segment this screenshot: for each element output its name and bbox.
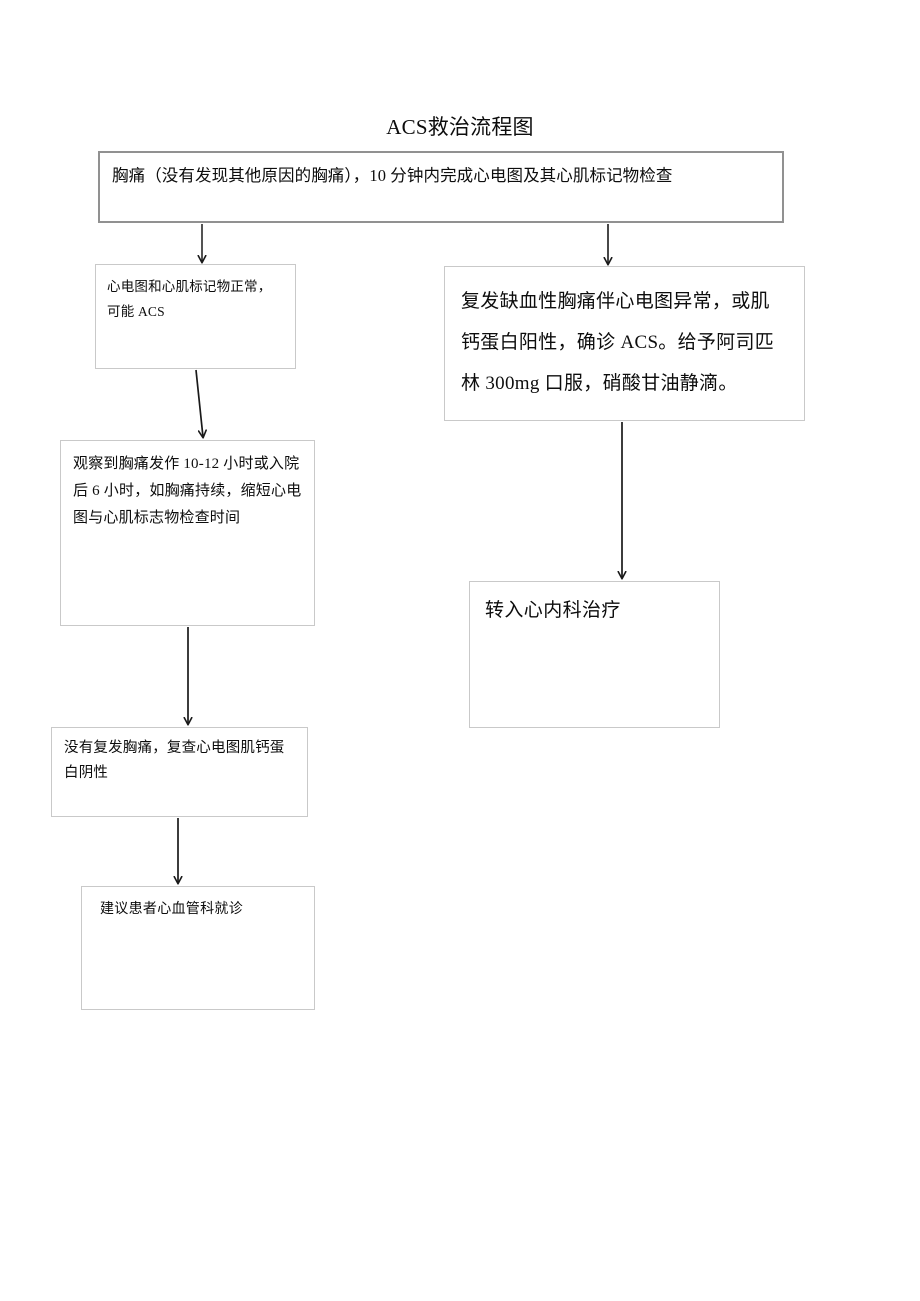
node-no-recurrence-negative-troponin: 没有复发胸痛，复查心电图肌钙蛋白阴性 [51, 727, 308, 817]
node-transfer-cardiology-label: 转入心内科治疗 [485, 600, 621, 621]
node-confirmed-acs-treatment: 复发缺血性胸痛伴心电图异常，或肌钙蛋白阳性，确诊 ACS。给予阿司匹林 300m… [444, 266, 805, 421]
node-initial-label: 胸痛（没有发现其他原因的胸痛），10 分钟内完成心电图及其心肌标记物检查 [112, 166, 673, 185]
page-title: ACS救治流程图 [386, 115, 534, 139]
node-no-recurrence-label: 没有复发胸痛，复查心电图肌钙蛋白阴性 [64, 740, 285, 781]
node-refer-cardiology-label: 建议患者心血管科就诊 [100, 902, 243, 917]
connector-normal-ecg-to-observation [195, 369, 203, 437]
node-refer-cardiology-outpatient: 建议患者心血管科就诊 [81, 886, 315, 1010]
node-normal-ecg-label: 心电图和心肌标记物正常，可能 ACS [107, 279, 272, 319]
node-normal-ecg-possible-acs: 心电图和心肌标记物正常，可能 ACS [95, 264, 296, 369]
node-observation-window: 观察到胸痛发作 10-12 小时或入院后 6 小时，如胸痛持续，缩短心电图与心肌… [60, 440, 315, 626]
node-confirmed-acs-label: 复发缺血性胸痛伴心电图异常，或肌钙蛋白阳性，确诊 ACS。给予阿司匹林 300m… [461, 291, 775, 394]
node-initial-chest-pain: 胸痛（没有发现其他原因的胸痛），10 分钟内完成心电图及其心肌标记物检查 [98, 151, 784, 223]
node-observation-label: 观察到胸痛发作 10-12 小时或入院后 6 小时，如胸痛持续，缩短心电图与心肌… [73, 456, 302, 526]
node-transfer-cardiology-ward: 转入心内科治疗 [469, 581, 720, 728]
